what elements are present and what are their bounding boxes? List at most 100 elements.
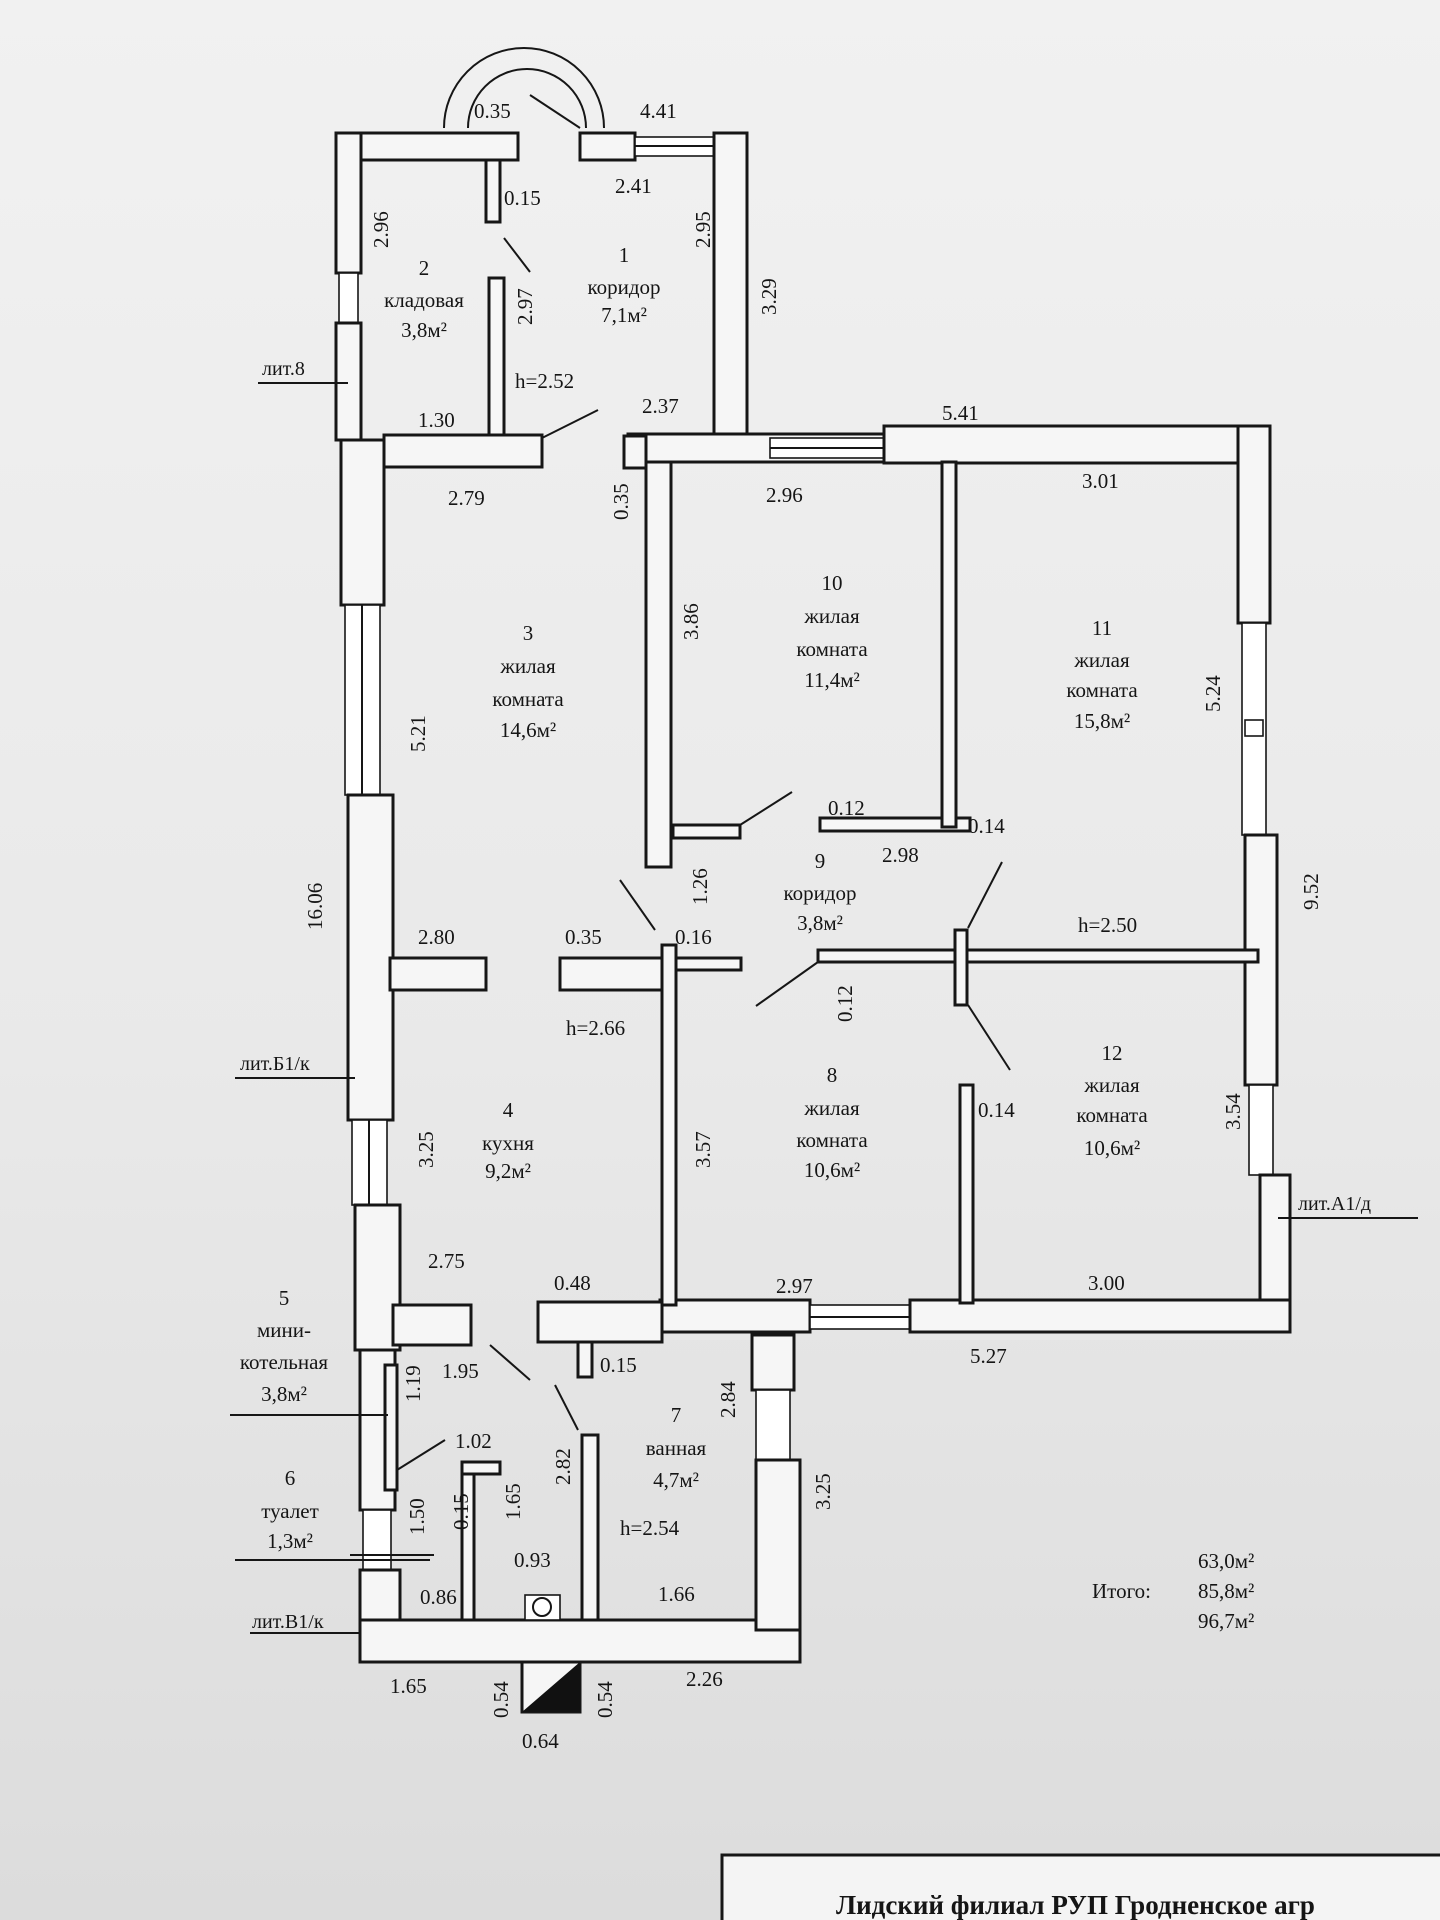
totals-block: 63,0м² Итого: 85,8м² 96,7м² — [1092, 1549, 1254, 1633]
dim-label: 1.65 — [390, 1674, 427, 1698]
dim-label: 2.96 — [369, 211, 393, 248]
wall-bath-east-1 — [750, 1333, 796, 1392]
window-east-2 — [1248, 1084, 1274, 1176]
room-name: коридор — [783, 881, 856, 905]
dim-label: 0.64 — [522, 1729, 559, 1753]
room-name: жилая — [499, 654, 556, 678]
door-swing-11 — [967, 861, 1003, 929]
room-number: 9 — [815, 849, 826, 873]
door-swing-8 — [755, 961, 819, 1007]
wall-left-3 — [339, 438, 386, 607]
room-number: 8 — [827, 1063, 838, 1087]
room-area: 4,7м² — [653, 1468, 699, 1492]
room-2-label: 2 кладовая 3,8м² — [384, 256, 464, 342]
room-area: 3,8м² — [261, 1382, 307, 1406]
room-name: коридор — [587, 275, 660, 299]
dim-label: 3.25 — [811, 1473, 835, 1510]
dim-label: 0.15 — [449, 1493, 473, 1530]
dim-label: 3.00 — [1088, 1271, 1125, 1295]
label-litA1d: лит.А1/д — [1298, 1193, 1371, 1215]
wall-int-6-7 — [460, 1460, 476, 1622]
porch-arc-outer — [443, 47, 605, 129]
room-name: жилая — [803, 604, 860, 628]
dim-label: 0.35 — [474, 99, 511, 123]
wall-east-1 — [1236, 424, 1272, 625]
wall-int-5-6 — [383, 1363, 399, 1492]
dim-label: 16.06 — [303, 883, 327, 930]
room-area: 15,8м² — [1074, 709, 1130, 733]
dim-label: 2.80 — [418, 925, 455, 949]
room-area: 14,6м² — [500, 718, 556, 742]
room-area: 9,2м² — [485, 1159, 531, 1183]
room-name: комната — [492, 687, 564, 711]
dim-label: 5.24 — [1201, 675, 1225, 712]
wall-int-7-stub — [576, 1340, 594, 1379]
wall-int-8-top-left — [674, 956, 743, 972]
dim-label: h=2.66 — [566, 1016, 625, 1040]
dim-label: 0.48 — [554, 1271, 591, 1295]
dim-label: 1.95 — [442, 1359, 479, 1383]
dim-label: 0.15 — [600, 1353, 637, 1377]
room-area: 10,6м² — [1084, 1136, 1140, 1160]
dim-label: 1.30 — [418, 408, 455, 432]
room-7-label: 7 ванная 4,7м² — [646, 1403, 707, 1492]
dim-label: 0.54 — [489, 1681, 513, 1718]
room-area: 7,1м² — [601, 303, 647, 327]
wall-int-8-12 — [958, 1083, 975, 1305]
room-4-label: 4 кухня 9,2м² — [482, 1098, 534, 1183]
wall-int-7-top — [536, 1300, 664, 1344]
label-litV1k: лит.В1/к — [252, 1611, 324, 1633]
dim-label: 2.84 — [716, 1381, 740, 1418]
door-swing-12 — [967, 1004, 1011, 1071]
door-swing-2 — [503, 237, 531, 273]
room-name: жилая — [1073, 648, 1130, 672]
room-number: 3 — [523, 621, 534, 645]
wall-bottom — [358, 1618, 802, 1664]
wall-int-5-top — [391, 1303, 473, 1347]
wall-south-1 — [658, 1298, 812, 1334]
wall-right-top-2 — [882, 424, 1266, 465]
dim-label: 0.35 — [609, 483, 633, 520]
room-name: жилая — [803, 1096, 860, 1120]
totals-label: Итого: — [1092, 1579, 1151, 1603]
dim-label: 3.29 — [757, 278, 781, 315]
room-number: 4 — [503, 1098, 514, 1122]
room-12-label: 12 жилая комната 10,6м² — [1076, 1041, 1148, 1160]
room-name: туалет — [261, 1499, 319, 1523]
room-number: 1 — [619, 243, 630, 267]
dim-label: 2.79 — [448, 486, 485, 510]
room-name: комната — [1076, 1103, 1148, 1127]
stamp-text: Лидский филиал РУП Гродненское агр — [836, 1890, 1315, 1920]
dim-label: 3.86 — [679, 603, 703, 640]
dim-label: 5.41 — [942, 401, 979, 425]
total-value-2: 85,8м² — [1198, 1579, 1254, 1603]
room-name: ванная — [646, 1436, 707, 1460]
wall-int-10-bottom-right — [818, 816, 972, 833]
dim-label: h=2.50 — [1078, 913, 1137, 937]
wall-int-6-7-top — [460, 1460, 502, 1476]
wall-int-7-west — [580, 1433, 600, 1622]
dim-label: 1.50 — [405, 1498, 429, 1535]
wall-int-2 — [487, 276, 506, 440]
wall-left-2 — [334, 321, 363, 442]
wall-int-2-top — [484, 158, 502, 224]
wall-entry-right — [712, 131, 749, 437]
dim-label: 2.82 — [551, 1448, 575, 1485]
room-area: 1,3м² — [267, 1529, 313, 1553]
wall-int-stub — [622, 434, 648, 470]
dim-label: h=2.52 — [515, 369, 574, 393]
dim-label: 2.37 — [642, 394, 679, 418]
room-name: мини- — [257, 1318, 311, 1342]
porch-arc-inner — [467, 68, 587, 129]
wall-left-1 — [334, 131, 363, 275]
porch-leader — [529, 94, 581, 129]
room-area: 11,4м² — [804, 668, 860, 692]
dim-label: 2.96 — [766, 483, 803, 507]
chimney-fill — [522, 1662, 580, 1712]
dim-label: 4.41 — [640, 99, 677, 123]
dim-label: 2.75 — [428, 1249, 465, 1273]
window-east-mullion — [1244, 719, 1264, 737]
wall-int-3-4-left — [388, 956, 488, 992]
dim-label: 3.25 — [414, 1131, 438, 1168]
